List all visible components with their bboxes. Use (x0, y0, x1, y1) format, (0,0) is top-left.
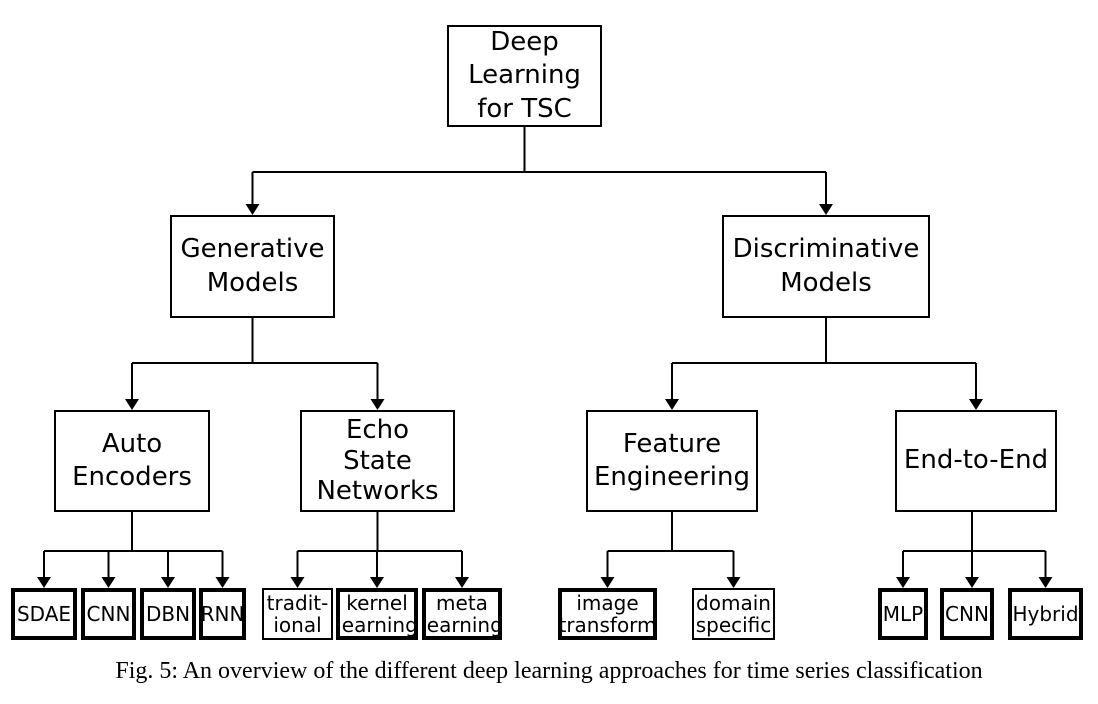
node-domain-specific: domain specific (692, 588, 775, 640)
node-dbn: DBN (140, 588, 196, 640)
arrowhead-icons (37, 204, 1053, 588)
node-end-to-end: End-to-End (895, 410, 1057, 512)
node-rnn: RNN (199, 588, 246, 640)
node-sdae: SDAE (11, 588, 77, 640)
node-meta-learning: meta learning (421, 588, 503, 640)
node-cnn-end-to-end: CNN (940, 588, 994, 640)
node-generative-models: Generative Models (170, 215, 335, 318)
node-feature-engineering: Feature Engineering (586, 410, 758, 512)
node-discriminative-models: Discriminative Models (722, 215, 930, 318)
node-hybrid: Hybrid (1008, 588, 1083, 640)
figure-caption: Fig. 5: An overview of the different dee… (115, 658, 983, 684)
node-echo-state-networks: Echo State Networks (300, 410, 455, 512)
connector-lines (43, 127, 1047, 578)
node-kernel-learning: kernel learning (336, 588, 418, 640)
node-mlp: MLP (878, 588, 928, 640)
node-deep-learning-for-tsc: Deep Learning for TSC (447, 25, 602, 127)
node-image-transform: image transform (558, 588, 657, 640)
node-traditional: tradit- ional (262, 588, 333, 640)
node-auto-encoders: Auto Encoders (54, 410, 210, 512)
node-cnn-autoencoder: CNN (81, 588, 136, 640)
